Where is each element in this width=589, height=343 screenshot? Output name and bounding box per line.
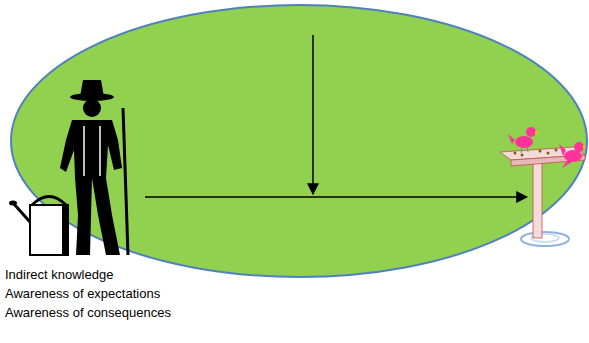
bird-feeder [500, 147, 585, 246]
pink-birds [508, 127, 586, 168]
note-label: Awareness of expectations [5, 284, 171, 303]
note-label: Indirect knowledge [5, 265, 171, 284]
farmer-figure [60, 80, 128, 255]
green-ellipse [11, 5, 587, 277]
label-list: Indirect knowledgeAwareness of expectati… [5, 265, 171, 322]
horizontal-arrow [145, 196, 527, 198]
note-label: Awareness of consequences [5, 303, 171, 322]
vertical-arrow [312, 35, 314, 194]
watering-can [9, 197, 68, 256]
